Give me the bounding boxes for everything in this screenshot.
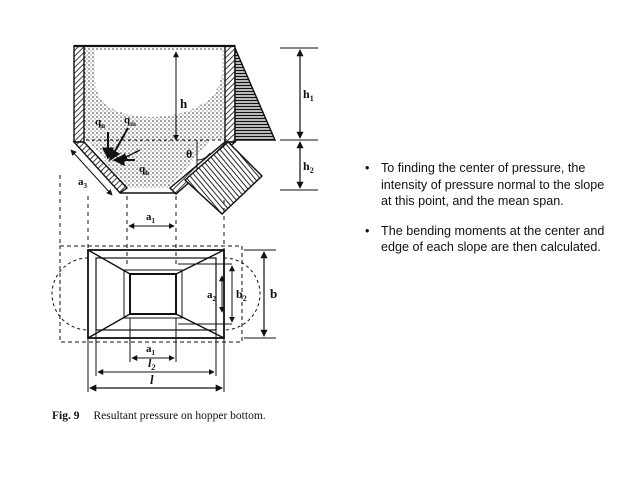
label-theta: θ (186, 147, 192, 161)
left-wall (73, 45, 85, 143)
lateral-pressure-diagram (234, 47, 277, 141)
label-a2: a2 (207, 289, 217, 303)
bullet-icon: • (365, 161, 370, 175)
bullet-list: • To finding the center of pressure, the … (365, 160, 605, 269)
label-h: h (180, 96, 188, 111)
bullet-item: • The bending moments at the center and e… (365, 223, 605, 256)
hopper-plan (51, 245, 276, 392)
label-a3: a3 (78, 176, 88, 190)
figure-caption-text: Resultant pressure on hopper bottom. (93, 410, 266, 422)
figure-number: Fig. 9 (52, 410, 80, 422)
hopper-elevation (59, 44, 318, 265)
label-l2: l2 (148, 356, 155, 372)
label-qn: qn (95, 116, 105, 130)
material-surface (95, 50, 222, 117)
label-qm: qm (124, 114, 136, 128)
label-h1: h1 (303, 87, 314, 103)
label-b2: b2 (236, 287, 247, 303)
bullet-item: • To finding the center of pressure, the … (365, 160, 605, 210)
label-l: l (150, 372, 154, 387)
figure-caption: Fig. 9 Resultant pressure on hopper botto… (52, 410, 266, 422)
bullet-icon: • (365, 223, 370, 238)
hopper-figure: h h1 h2 θ qn qm qh a3 a1 a2 b2 b a1 l2 l… (51, 44, 318, 422)
label-b: b (270, 286, 277, 301)
label-a1-top: a1 (146, 211, 156, 225)
hopper-diagram: h h1 h2 θ qn qm qh a3 a1 a2 b2 b a1 l2 l (51, 44, 318, 392)
slope-pressure-diagram (183, 141, 264, 215)
label-qh: qh (139, 163, 149, 177)
figure-labels: h h1 h2 θ qn qm qh a3 a1 a2 b2 b a1 l2 l (78, 87, 314, 387)
label-h2: h2 (303, 159, 314, 175)
label-a1-bottom: a1 (146, 343, 156, 357)
bullet-text: To finding the center of pressure, the i… (381, 161, 605, 209)
right-wall (224, 45, 236, 143)
bullet-text: The bending moments at the center and ed… (381, 223, 605, 255)
